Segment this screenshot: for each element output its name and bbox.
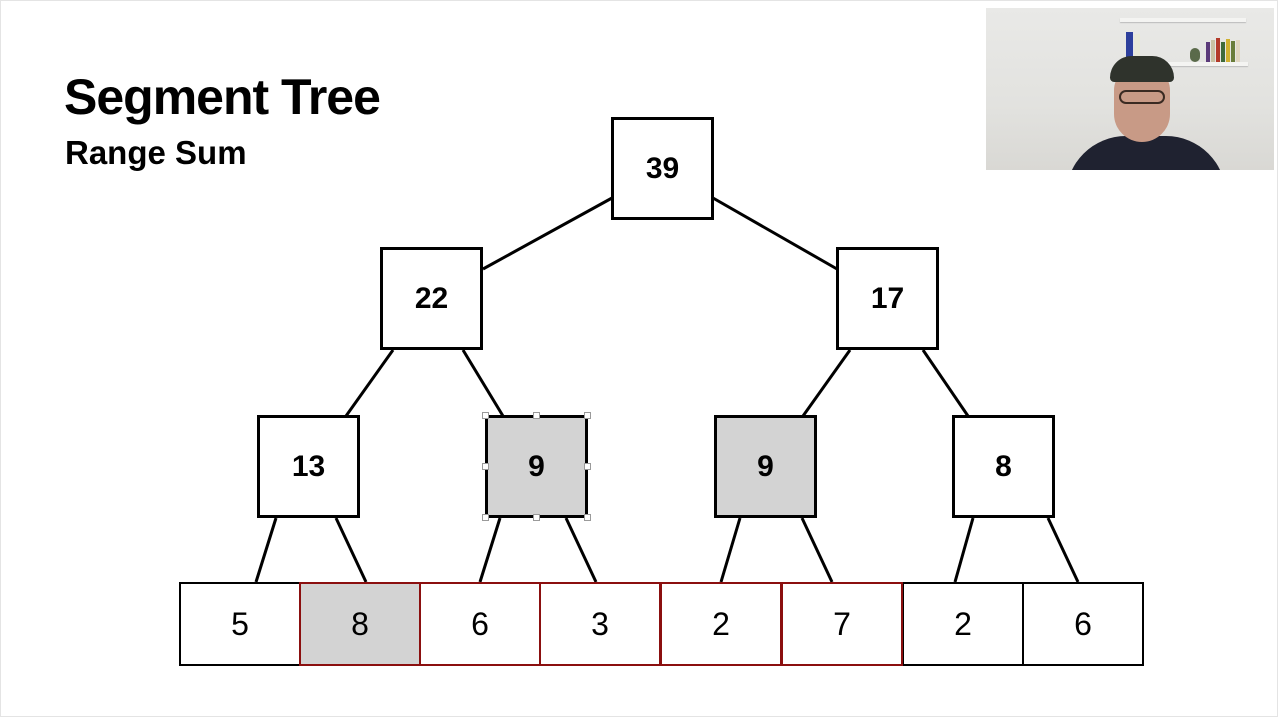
- resize-handle-se[interactable]: [584, 514, 591, 521]
- edge-22-9: [461, 349, 505, 417]
- edge-17-8: [921, 349, 970, 417]
- edge-13-5: [254, 517, 278, 583]
- edge-17-9: [801, 349, 852, 417]
- slide-subtitle: Range Sum: [65, 134, 247, 171]
- tree-node-left[interactable]: 22: [380, 247, 483, 350]
- resize-handle-ne[interactable]: [584, 412, 591, 419]
- edge-13-8: [334, 517, 368, 583]
- edge-9b-2: [719, 517, 742, 583]
- resize-handle-s[interactable]: [533, 514, 540, 521]
- webcam-books: [1126, 24, 1250, 62]
- leaf-2[interactable]: 6: [419, 582, 541, 666]
- leaf-1[interactable]: 8: [299, 582, 421, 666]
- leaf-value: 2: [712, 605, 730, 642]
- node-value: 9: [528, 449, 545, 483]
- node-value: 22: [414, 281, 449, 315]
- slide-title: Segment Tree: [64, 69, 381, 125]
- node-value: 39: [645, 151, 680, 185]
- edge-8-6: [1046, 517, 1080, 583]
- node-value: 13: [291, 449, 326, 483]
- leaf-3[interactable]: 3: [539, 582, 661, 666]
- tree-node-root[interactable]: 39: [611, 117, 714, 220]
- edge-9a-3: [564, 517, 598, 583]
- webcam-shelf-top: [1120, 18, 1246, 22]
- tree-node-right[interactable]: 17: [836, 247, 939, 350]
- leaf-6[interactable]: 2: [902, 582, 1024, 666]
- leaf-value: 6: [471, 605, 489, 642]
- leaf-value: 5: [231, 605, 249, 642]
- leaf-value: 7: [833, 605, 851, 642]
- edge-root-right: [712, 196, 838, 271]
- webcam-shelf-bottom: [1124, 62, 1248, 66]
- resize-handle-sw[interactable]: [482, 514, 489, 521]
- leaf-4[interactable]: 2: [660, 582, 782, 666]
- leaf-5[interactable]: 7: [781, 582, 903, 666]
- node-value: 8: [995, 449, 1012, 483]
- resize-handle-e[interactable]: [584, 463, 591, 470]
- resize-handle-w[interactable]: [482, 463, 489, 470]
- leaf-array: 5 8 6 3 2 7 2 6: [179, 582, 1145, 666]
- leaf-7[interactable]: 6: [1022, 582, 1144, 666]
- leaf-value: 6: [1074, 605, 1092, 642]
- resize-handle-n[interactable]: [533, 412, 540, 419]
- resize-handle-nw[interactable]: [482, 412, 489, 419]
- leaf-value: 8: [351, 605, 369, 642]
- tree-node-9[interactable]: 9: [714, 415, 817, 518]
- leaf-value: 3: [591, 605, 609, 642]
- presenter-webcam: [986, 8, 1274, 170]
- tree-node-9-selected[interactable]: 9: [482, 412, 591, 521]
- edge-root-left: [482, 196, 613, 271]
- edge-22-13: [344, 349, 395, 417]
- edge-9b-7: [800, 517, 834, 583]
- tree-node-13[interactable]: 13: [257, 415, 360, 518]
- edge-9a-6: [478, 517, 502, 583]
- presenter-cap: [1110, 56, 1174, 82]
- node-value: 9: [757, 449, 774, 483]
- leaf-value: 2: [954, 605, 972, 642]
- leaf-0[interactable]: 5: [179, 582, 301, 666]
- tree-node-8[interactable]: 8: [952, 415, 1055, 518]
- presenter-glasses: [1119, 90, 1165, 104]
- node-value: 17: [870, 281, 905, 315]
- edge-8-2: [953, 517, 975, 583]
